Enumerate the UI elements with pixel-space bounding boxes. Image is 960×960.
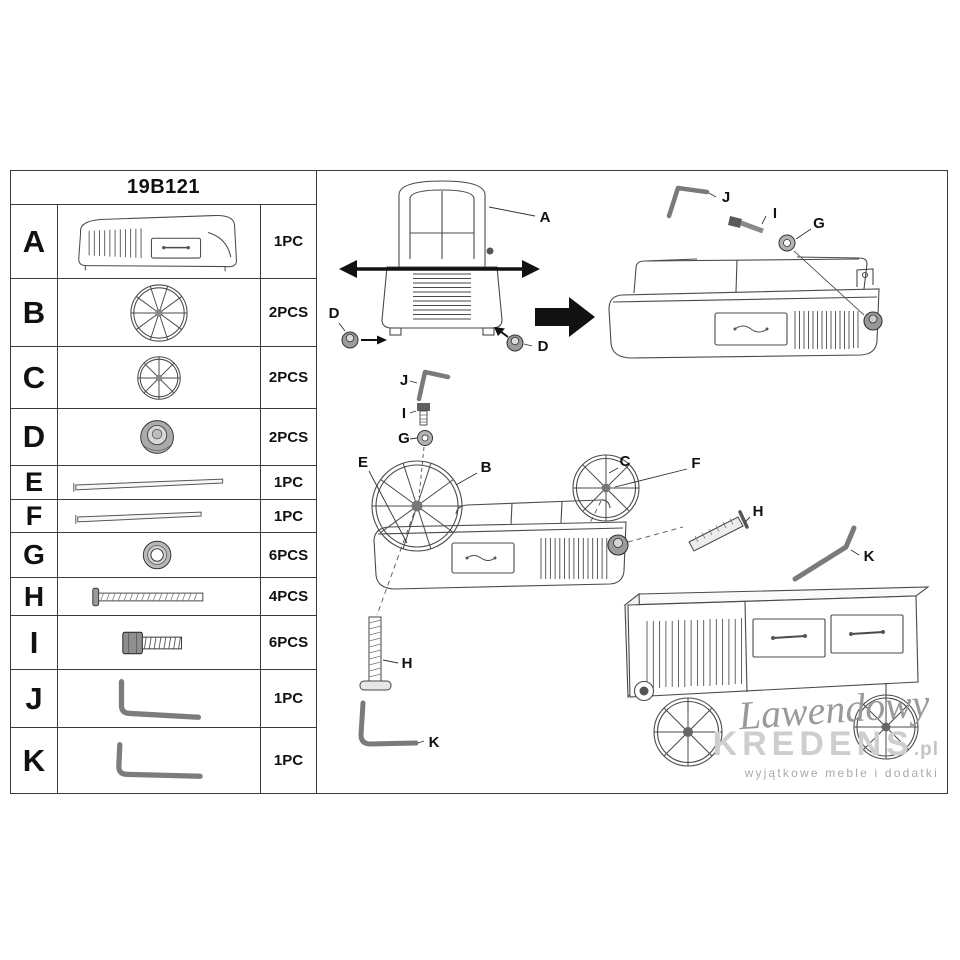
callout-k-bottom: K [429, 734, 440, 751]
part-letter: C [11, 347, 58, 408]
part-row-h: H 4PCS [11, 578, 316, 616]
allen-key-icon [792, 525, 857, 582]
part-letter: I [11, 616, 58, 669]
long-bolt-icon [359, 616, 392, 691]
callout-g-mid: G [398, 430, 410, 447]
part-letter: H [11, 578, 58, 615]
side-view-cart-body-top [608, 256, 883, 359]
part-qty: 6PCS [260, 533, 316, 577]
part-qty: 1PC [260, 205, 316, 278]
next-step-arrow [535, 297, 595, 337]
callout-h-right: H [753, 503, 764, 520]
part-qty: 1PC [260, 500, 316, 532]
callout-a: A [540, 209, 551, 226]
instruction-sheet: 19B121 A 1P [10, 170, 948, 794]
front-view-cart-body [381, 180, 503, 336]
cabinet-body-icon [58, 205, 260, 278]
part-row-d: D 2PCS [11, 409, 316, 466]
long-bolt-icon [688, 510, 749, 552]
part-letter: F [11, 500, 58, 532]
callout-c: C [620, 453, 631, 470]
callout-e: E [358, 454, 368, 471]
part-row-j: J 1PC [11, 670, 316, 728]
part-letter: A [11, 205, 58, 278]
bolt-icon [417, 403, 430, 426]
callout-d-left: D [329, 305, 340, 322]
hub-cap-icon [341, 331, 359, 349]
large-wheel [371, 460, 463, 552]
part-qty: 2PCS [260, 279, 316, 346]
allen-key-icon [358, 700, 419, 747]
hub-cap-icon [506, 334, 524, 352]
part-row-f: F 1PC [11, 500, 316, 533]
model-number-title: 19B121 [11, 171, 316, 205]
allen-key-icon [58, 670, 260, 727]
long-axle-rod-icon [58, 466, 260, 499]
callout-h-bottom: H [402, 655, 413, 672]
part-row-i: I 6PCS [11, 616, 316, 670]
callout-i-mid: I [402, 405, 406, 422]
move-direction-arrow [339, 260, 540, 278]
insert-arrow [377, 335, 387, 345]
part-letter: D [11, 409, 58, 465]
part-qty: 2PCS [260, 347, 316, 408]
part-row-b: B 2PCS [11, 279, 316, 347]
allen-key-icon [58, 728, 260, 793]
small-wheel-icon [58, 347, 260, 408]
assembled-product [623, 586, 930, 767]
callout-i-top: I [773, 205, 777, 222]
part-row-k: K 1PC [11, 728, 316, 793]
part-letter: K [11, 728, 58, 793]
callout-b: B [481, 459, 492, 476]
part-qty: 6PCS [260, 616, 316, 669]
part-letter: B [11, 279, 58, 346]
washer-icon [58, 533, 260, 577]
parts-table: 19B121 A 1P [11, 171, 317, 793]
large-wheel-icon [58, 279, 260, 346]
callout-f: F [691, 455, 700, 472]
callout-k-right: K [864, 548, 875, 565]
part-qty: 4PCS [260, 578, 316, 615]
hub-cap-icon [58, 409, 260, 465]
washer-icon [778, 234, 796, 252]
washer-icon [417, 430, 433, 446]
callout-d-right: D [538, 338, 549, 355]
part-qty: 2PCS [260, 409, 316, 465]
insert-arrow [494, 327, 505, 336]
bolt-icon [728, 216, 764, 234]
part-letter: J [11, 670, 58, 727]
part-letter: G [11, 533, 58, 577]
part-row-c: C 2PCS [11, 347, 316, 409]
part-qty: 1PC [260, 728, 316, 793]
long-bolt-icon [58, 578, 260, 615]
side-view-cart-body-mid [373, 499, 629, 590]
allen-key-icon [666, 185, 710, 219]
assembly-diagram: A D D [317, 171, 947, 793]
part-row-e: E 1PC [11, 466, 316, 500]
allen-key-icon [416, 369, 451, 402]
callout-j-mid: J [400, 372, 408, 389]
small-wheel [572, 454, 640, 522]
short-axle-rod-icon [58, 500, 260, 532]
callout-g-top: G [813, 215, 825, 232]
part-row-a: A 1PC [11, 205, 316, 279]
part-letter: E [11, 466, 58, 499]
callout-j-top: J [722, 189, 730, 206]
part-qty: 1PC [260, 466, 316, 499]
part-row-g: G 6PCS [11, 533, 316, 578]
short-bolt-icon [58, 616, 260, 669]
part-qty: 1PC [260, 670, 316, 727]
assembly-diagram-drawing: A D D [329, 180, 930, 767]
